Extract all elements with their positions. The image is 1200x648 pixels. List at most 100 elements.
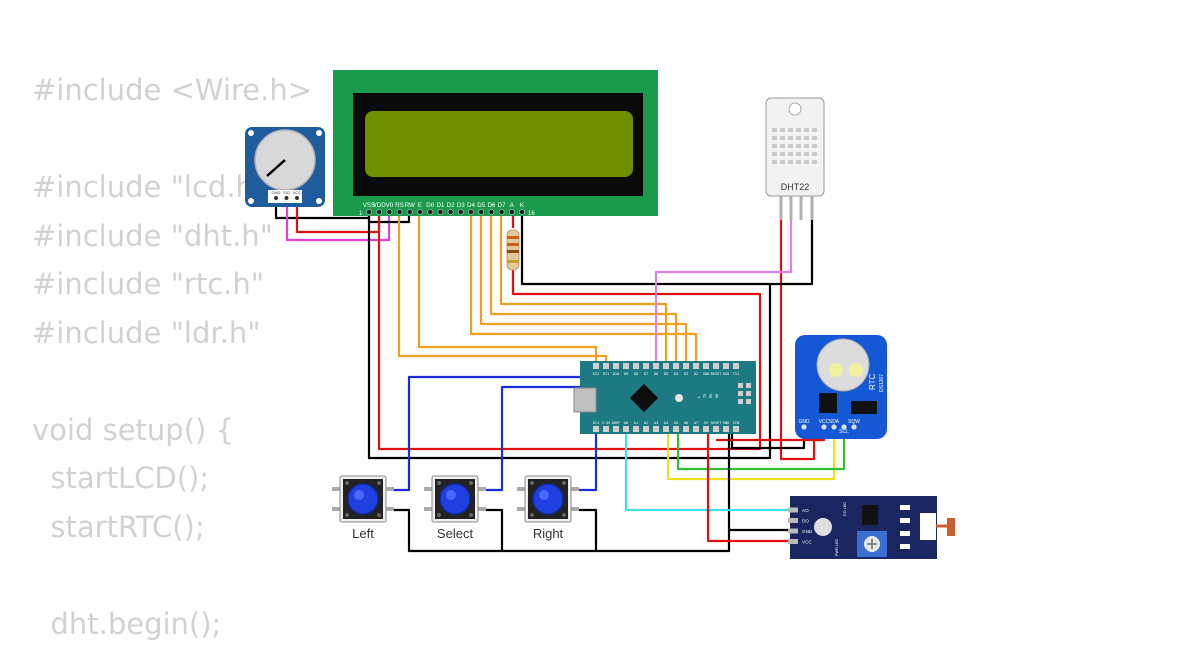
nano-bottom-pin[interactable] <box>603 426 609 432</box>
nano-top-pin[interactable] <box>713 363 719 369</box>
nano-top-pin[interactable] <box>643 363 649 369</box>
nano-top-pin[interactable] <box>733 363 739 369</box>
dht-vent <box>788 136 793 140</box>
lcd-pin-label: RW <box>405 202 415 209</box>
nano-top-pin[interactable] <box>653 363 659 369</box>
ldr-pin[interactable] <box>788 539 798 544</box>
nano-top-pin[interactable] <box>683 363 689 369</box>
lcd-pin-label: D7 <box>498 202 506 209</box>
nano-bottom-pin[interactable] <box>633 426 639 432</box>
lcd-pin[interactable] <box>458 209 463 214</box>
button-select[interactable]: Select <box>424 476 486 541</box>
lcd-pin-label: E <box>418 202 422 209</box>
ldr-pin[interactable] <box>788 518 798 523</box>
dht-vent <box>788 144 793 148</box>
nano-top-pin-label: D2 <box>694 372 698 376</box>
dht-vent <box>796 152 801 156</box>
dht-vent <box>780 152 785 156</box>
nano-bottom-pin[interactable] <box>613 426 619 432</box>
rtc-pin[interactable] <box>821 424 826 429</box>
pot-pin[interactable] <box>274 196 278 200</box>
ldr-pin[interactable] <box>788 529 798 534</box>
nano-bottom-pin[interactable] <box>623 426 629 432</box>
nano-top-pin[interactable] <box>593 363 599 369</box>
pot-pin[interactable] <box>285 196 289 200</box>
lcd-pin[interactable] <box>448 209 453 214</box>
lcd-pin[interactable] <box>519 209 524 214</box>
lcd-pin[interactable] <box>366 209 371 214</box>
ldr-pin[interactable] <box>788 508 798 513</box>
nano-bottom-pin[interactable] <box>653 426 659 432</box>
nano-top-pin-label: D8 <box>634 372 638 376</box>
lcd-pin[interactable] <box>479 209 484 214</box>
button-cap[interactable] <box>348 484 378 514</box>
rtc-pin[interactable] <box>801 424 806 429</box>
dht-vent <box>780 144 785 148</box>
nano-top-pin-label: RESET <box>711 372 723 376</box>
nano-bottom-pin[interactable] <box>713 426 719 432</box>
lcd-pin[interactable] <box>387 209 392 214</box>
nano-top-pin[interactable] <box>633 363 639 369</box>
nano-bottom-pin[interactable] <box>693 426 699 432</box>
wire-lcd-rs[interactable] <box>399 212 606 366</box>
lcd-pin[interactable] <box>499 209 504 214</box>
icsp-pin <box>746 391 751 396</box>
lcd-pin[interactable] <box>428 209 433 214</box>
button-left[interactable]: Left <box>332 476 394 541</box>
lcd-pin[interactable] <box>407 209 412 214</box>
nano-bottom-pin-label: A3 <box>654 421 658 425</box>
nano-top-pin[interactable] <box>723 363 729 369</box>
lcd-pin-label: D3 <box>457 202 465 209</box>
nano-top-pin[interactable] <box>673 363 679 369</box>
rtc-pin[interactable] <box>851 424 856 429</box>
rtc-pin[interactable] <box>831 424 836 429</box>
nano-top-pin[interactable] <box>693 363 699 369</box>
nano-top-pin[interactable] <box>613 363 619 369</box>
lcd-pin[interactable] <box>509 209 514 214</box>
nano-bottom-pin-label: D13 <box>593 421 600 425</box>
wire-lcd-d4[interactable] <box>471 212 696 366</box>
button-cap[interactable] <box>533 484 563 514</box>
nano-bottom-pin-label: A7 <box>694 421 698 425</box>
lcd-pin[interactable] <box>417 209 422 214</box>
nano-bottom-pin[interactable] <box>593 426 599 432</box>
nano-bottom-pin[interactable] <box>673 426 679 432</box>
wire-btn-gnd-3[interactable] <box>579 510 596 551</box>
nano-top-pin[interactable] <box>623 363 629 369</box>
coin-cell-holder <box>817 339 869 391</box>
lcd-pin-last: 16 <box>528 211 535 217</box>
dht-vent <box>772 128 777 132</box>
nano-top-pin-label: D10 <box>613 372 620 376</box>
nano-bottom-pin-label: AREF <box>612 421 621 425</box>
lcd-pin[interactable] <box>397 209 402 214</box>
nano-bottom-pin[interactable] <box>733 426 739 432</box>
ldr-pin-label: DO <box>802 519 809 524</box>
nano-bottom-pin[interactable] <box>723 426 729 432</box>
pot-pin[interactable] <box>295 196 299 200</box>
button-right[interactable]: Right <box>517 476 579 541</box>
nano-bottom-pin[interactable] <box>703 426 709 432</box>
resistor[interactable] <box>507 230 519 270</box>
button-cap[interactable] <box>440 484 470 514</box>
dht-vent <box>788 128 793 132</box>
wire-lcd-d7[interactable] <box>501 212 666 366</box>
lcd-pin[interactable] <box>489 209 494 214</box>
rtc-pin[interactable] <box>841 424 846 429</box>
nano-top-pin[interactable] <box>703 363 709 369</box>
nano-top-pin-label: D11 <box>603 372 610 376</box>
nano-top-pin[interactable] <box>663 363 669 369</box>
nano-bottom-pin[interactable] <box>643 426 649 432</box>
lcd-pin[interactable] <box>438 209 443 214</box>
nano-bottom-pin[interactable] <box>663 426 669 432</box>
nano-bottom-pin[interactable] <box>683 426 689 432</box>
nano-top-pin[interactable] <box>603 363 609 369</box>
lcd-pin[interactable] <box>377 209 382 214</box>
lcd-pin[interactable] <box>468 209 473 214</box>
dht22-sensor[interactable]: DHT22 <box>766 98 824 220</box>
wire-btn-gnd-2[interactable] <box>486 510 502 551</box>
